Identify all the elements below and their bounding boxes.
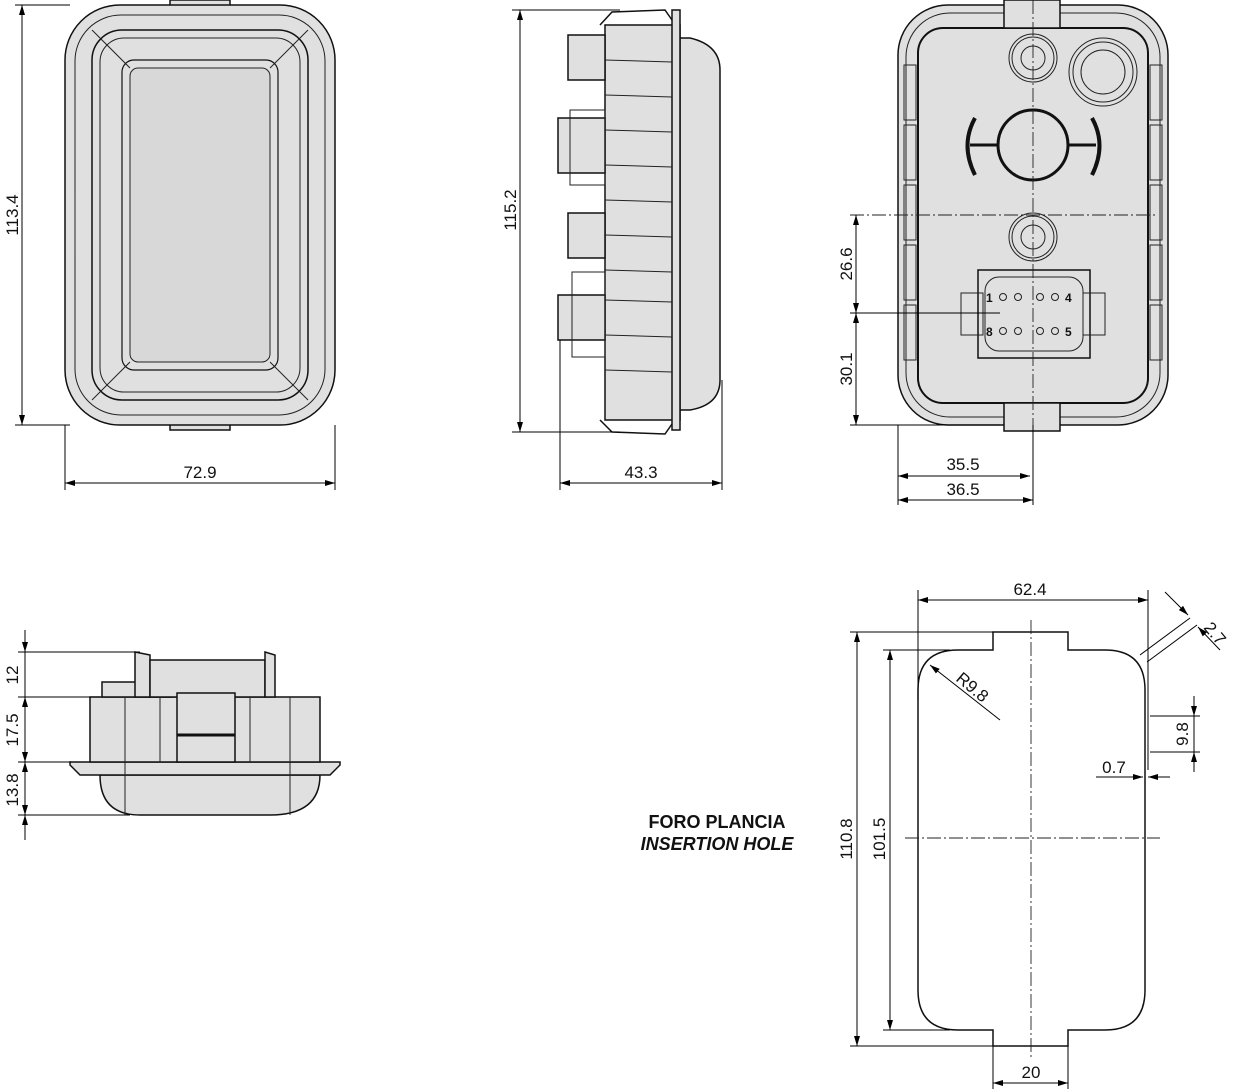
- hole-notch-depth-dim: 0.7: [1102, 758, 1126, 777]
- hole-radius-dim: R9.8: [952, 669, 992, 707]
- pin-label-4: 4: [1065, 291, 1072, 305]
- back-dim-36-5: 36.5: [946, 480, 979, 499]
- front-width-dim: 72.9: [183, 463, 216, 482]
- label-foro-plancia: FORO PLANCIA: [649, 812, 786, 832]
- hole-tab-width-dim: 20: [1022, 1063, 1041, 1082]
- label-insertion-hole: INSERTION HOLE: [641, 834, 795, 854]
- front-view: 113.4 72.9: [3, 0, 336, 490]
- hole-height-outer-dim: 110.8: [837, 818, 856, 859]
- back-dim-26-6: 26.6: [837, 247, 856, 280]
- hole-notch-dim: 2.7: [1200, 618, 1230, 648]
- side-view: 115.2 43.3: [501, 9, 723, 490]
- bottom-dim-13-8: 13.8: [3, 773, 22, 806]
- side-depth-dim: 43.3: [624, 463, 657, 482]
- pin-label-8: 8: [986, 325, 993, 339]
- hole-width-dim: 62.4: [1013, 580, 1046, 599]
- bottom-dim-17-5: 17.5: [3, 713, 22, 746]
- back-dim-30-1: 30.1: [837, 352, 856, 385]
- bottom-dim-12: 12: [3, 666, 22, 685]
- front-height-dim: 113.4: [3, 194, 22, 235]
- hole-height-inner-dim: 101.5: [870, 818, 889, 861]
- back-dim-35-5: 35.5: [946, 455, 979, 474]
- pin-label-1: 1: [986, 291, 993, 305]
- back-view: 1 4 8 5 26.6 30.1 35.5 36.5: [837, 0, 1169, 505]
- pin-label-5: 5: [1065, 325, 1072, 339]
- insertion-hole-view: FORO PLANCIA INSERTION HOLE 62.4 110.8 1…: [641, 580, 1230, 1089]
- side-height-dim: 115.2: [501, 189, 520, 230]
- bottom-view: 12 17.5 13.8: [3, 630, 341, 840]
- hole-notch-spacing-dim: 9.8: [1173, 722, 1192, 746]
